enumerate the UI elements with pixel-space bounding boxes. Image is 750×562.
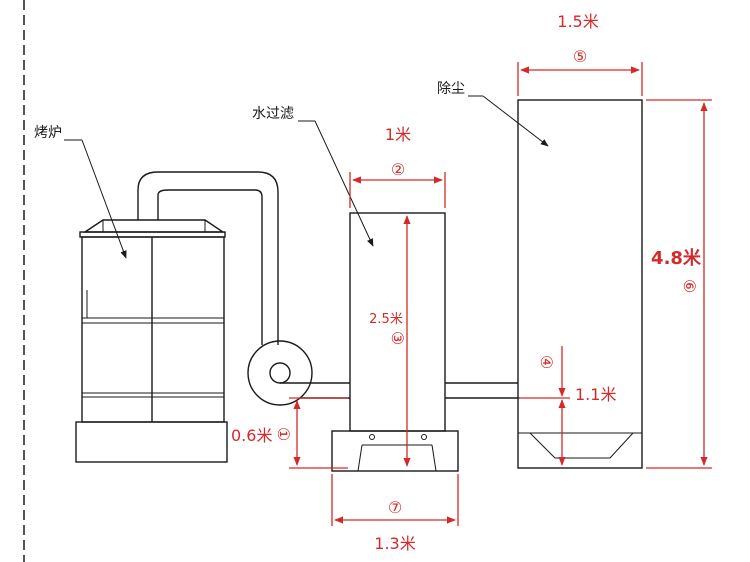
dimension-6-value: 4.8米 bbox=[651, 247, 702, 269]
label-water-filter: 水过滤 bbox=[252, 106, 374, 247]
dimension-1-marker: ① bbox=[274, 427, 293, 441]
label-oven: 烤炉 bbox=[34, 125, 127, 259]
svg-text:除尘: 除尘 bbox=[437, 81, 465, 97]
dimension-1-value: 0.6米 bbox=[231, 426, 272, 445]
dimension-5-value: 1.5米 bbox=[557, 12, 598, 31]
dimension-7: ⑦ 1.3米 bbox=[331, 474, 459, 553]
dimension-2-value: 1米 bbox=[385, 125, 411, 144]
dimension-6-marker: ⑥ bbox=[680, 279, 699, 293]
dimension-6: 4.8米 ⑥ bbox=[646, 99, 712, 469]
dimension-7-value: 1.3米 bbox=[374, 534, 415, 553]
label-dust-removal: 除尘 bbox=[437, 81, 549, 147]
oven bbox=[75, 219, 228, 463]
dust-removal-tower bbox=[517, 99, 643, 469]
oven-duct bbox=[137, 171, 350, 406]
dimension-7-marker: ⑦ bbox=[388, 498, 402, 517]
dimension-3-value: 2.5米 bbox=[369, 312, 403, 327]
dimension-4-marker: ④ bbox=[537, 355, 556, 369]
dimension-2: 1米 ② bbox=[349, 125, 446, 208]
dimension-5: 1.5米 ⑤ bbox=[517, 12, 643, 96]
svg-text:烤炉: 烤炉 bbox=[34, 125, 62, 141]
dimension-4-value: 1.1米 bbox=[575, 385, 616, 404]
dimension-3: 2.5米 ③ bbox=[369, 215, 411, 467]
dimension-1: 0.6米 ① bbox=[231, 397, 348, 469]
dimension-5-marker: ⑤ bbox=[573, 47, 587, 66]
dimension-2-marker: ② bbox=[391, 160, 405, 179]
dimension-4: 1.1米 ④ bbox=[520, 346, 616, 466]
dimension-3-marker: ③ bbox=[388, 331, 407, 345]
filter-duct bbox=[445, 382, 518, 399]
svg-text:水过滤: 水过滤 bbox=[252, 106, 294, 122]
water-filter-tower bbox=[331, 212, 459, 472]
